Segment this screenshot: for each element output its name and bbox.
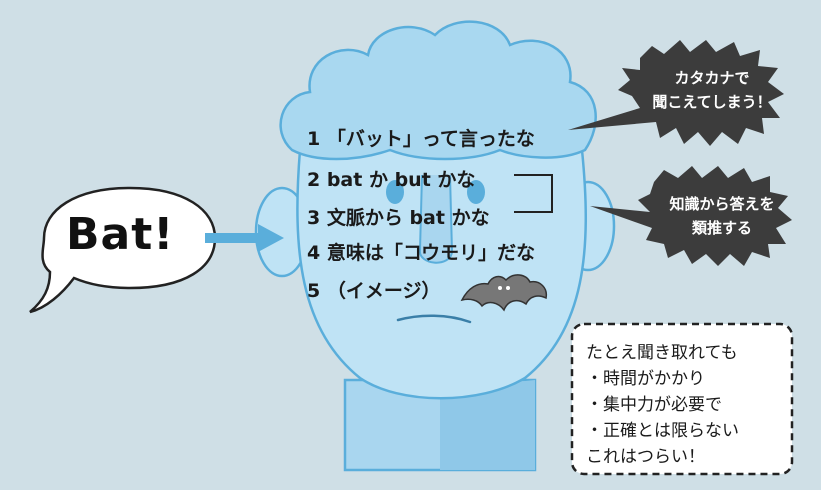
neck-shadow [440,380,535,470]
face-shape [296,148,588,400]
speech-text: Bat! [66,209,175,260]
step-3: 3 文脈から bat かな [307,207,490,229]
note-line-5: これはつらい！ [586,447,705,467]
step-4: 4 意味は「コウモリ」だな [307,242,536,264]
note-line-3: ・集中力が必要で [586,395,722,415]
right-eye [467,180,485,204]
bubble-bottom-line-2: 類推する [691,219,752,237]
step-1: 1 「バット」って言ったな [307,128,535,150]
bubble-top-text: カタカナで 聞こえてしまう！ [652,66,772,114]
note-line-2: ・時間がかかり [586,369,705,389]
arrow-shaft [205,233,261,243]
step-5: 5 （イメージ） [307,280,441,302]
arrow-head [258,224,284,252]
bubble-top-line-1: カタカナで [674,69,750,87]
note-line-1: たとえ聞き取れても [586,343,738,363]
note-text: たとえ聞き取れても ・時間がかかり ・集中力が必要で ・正確とは限らない これは… [586,340,739,470]
bat-icon [460,274,548,312]
spiky-bubble-bottom [590,166,792,266]
spiky-bubble-top [568,40,784,146]
bubble-top-line-2: 聞こえてしまう！ [652,93,772,111]
step-2: 2 bat か but かな [307,169,476,191]
note-box [570,322,794,476]
bubble-bottom-line-1: 知識から答えを [669,195,775,213]
bubble-bottom-text: 知識から答えを 類推する [662,192,782,240]
note-line-4: ・正確とは限らない [586,421,739,441]
steps-bracket [514,174,553,213]
mouth-shape [396,314,472,324]
hair-shape [279,20,597,161]
left-eye [386,180,404,204]
nose-shape [419,174,454,264]
